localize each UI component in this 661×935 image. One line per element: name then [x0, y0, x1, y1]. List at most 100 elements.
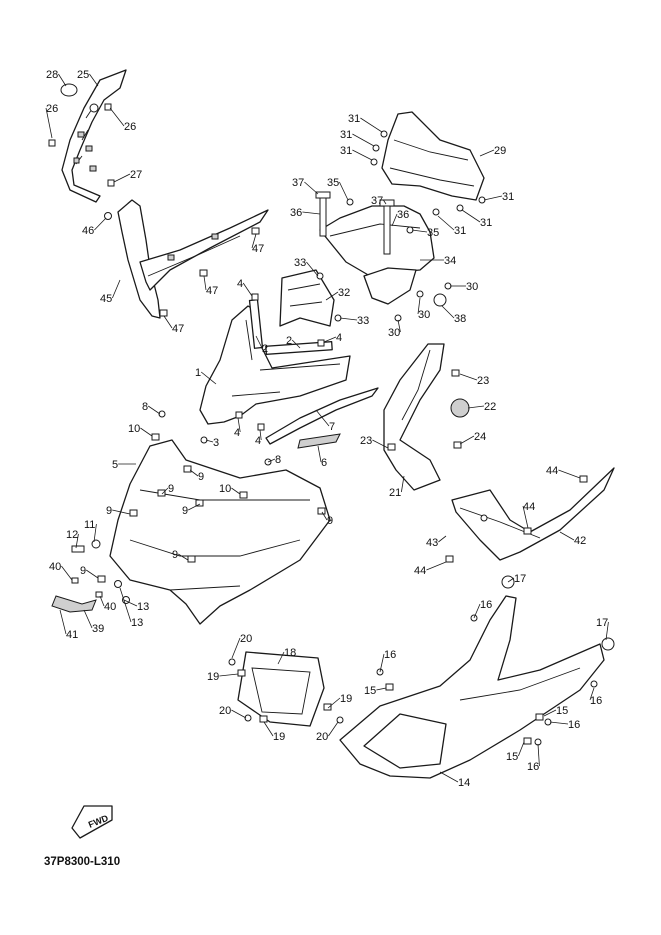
leader-line-c15a — [376, 687, 387, 691]
diagram-code: 37P8300-L310 — [44, 856, 121, 868]
callout-c9e: 9 — [327, 515, 333, 527]
callout-c9a: 9 — [198, 471, 204, 483]
callout-c21: 21 — [389, 487, 401, 499]
leader-line-c35b — [411, 229, 428, 233]
callout-c44a: 44 — [546, 465, 558, 477]
leader-line-c13a — [123, 599, 138, 607]
part-8-9-10-fasteners — [97, 410, 326, 583]
leader-line-c16d — [549, 721, 569, 725]
leader-line-c16a — [473, 603, 481, 619]
callout-c4a: 4 — [237, 278, 243, 290]
leader-line-c16c — [589, 687, 595, 701]
leader-line-c26b — [109, 107, 125, 127]
fwd-arrow-icon: FWD — [71, 805, 113, 839]
callout-c47a: 47 — [252, 243, 264, 255]
callout-c19a: 19 — [207, 671, 219, 683]
leader-line-c23a — [459, 373, 478, 381]
callout-c4b: 4 — [336, 332, 342, 344]
callout-c30c: 30 — [388, 327, 400, 339]
callout-c16e: 16 — [527, 761, 539, 773]
callout-c2b: 2 — [286, 335, 292, 347]
part-14-floor-panel — [339, 595, 605, 779]
callout-c6: 6 — [321, 457, 327, 469]
leader-line-c20a — [231, 637, 241, 659]
leader-line-c2a — [255, 335, 263, 349]
leader-line-c25 — [89, 73, 99, 87]
callout-c20b: 20 — [219, 705, 231, 717]
leader-line-c14 — [439, 771, 459, 783]
leader-line-c11 — [93, 523, 97, 543]
callout-c16c: 16 — [590, 695, 602, 707]
callout-c13a: 13 — [137, 601, 149, 613]
callout-c2a: 2 — [262, 343, 268, 355]
leader-line-c44a — [558, 469, 581, 479]
callout-c43: 43 — [426, 537, 438, 549]
leader-line-c31d — [483, 195, 503, 201]
part-35-36-37-bolts — [315, 191, 414, 255]
part-47-clips — [159, 227, 260, 317]
callout-c23a: 23 — [477, 375, 489, 387]
part-6-emblem — [297, 433, 341, 449]
leader-line-c31c — [352, 149, 373, 161]
leader-line-c17b — [605, 621, 609, 641]
leader-line-c10a — [140, 427, 153, 437]
callout-c10a: 10 — [128, 423, 140, 435]
leader-line-c30b — [417, 297, 421, 315]
leader-line-c33a — [306, 261, 319, 277]
callout-c3: 3 — [213, 437, 219, 449]
callout-c47c: 47 — [172, 323, 184, 335]
part-3-4-clips — [200, 293, 325, 444]
callout-c4d: 4 — [255, 435, 261, 447]
callout-c24: 24 — [474, 431, 486, 443]
leader-line-c26a — [45, 107, 53, 139]
callout-c30b: 30 — [418, 309, 430, 321]
callout-c4c: 4 — [234, 427, 240, 439]
callout-c23b: 23 — [360, 435, 372, 447]
callout-c36b: 36 — [397, 209, 409, 221]
part-27-fastener — [107, 179, 115, 187]
callout-c31a: 31 — [348, 113, 360, 125]
leader-line-c17a — [507, 577, 515, 583]
callout-c31d: 31 — [502, 191, 514, 203]
part-19-20-fasteners — [228, 658, 344, 724]
leader-line-c31a — [360, 117, 383, 133]
leader-line-c29 — [479, 149, 495, 157]
leader-line-c23b — [372, 439, 389, 449]
leader-line-c40a — [61, 565, 73, 581]
callout-c15a: 15 — [364, 685, 376, 697]
callout-c8b: 8 — [275, 454, 281, 466]
part-32-bracket — [279, 269, 335, 327]
leader-line-c7 — [315, 409, 330, 427]
leader-line-c8b — [267, 458, 276, 463]
callout-c35b: 35 — [427, 227, 439, 239]
callout-c35a: 35 — [327, 177, 339, 189]
part-34-meter-panel — [319, 205, 435, 305]
callout-c7: 7 — [329, 421, 335, 433]
leader-line-c37a — [304, 181, 319, 195]
part-46-screw — [104, 212, 112, 220]
callout-c28: 28 — [46, 69, 58, 81]
part-2-strips — [248, 299, 333, 355]
leader-line-c44c — [426, 561, 447, 571]
callout-c41: 41 — [66, 629, 78, 641]
part-7-trim-strip — [265, 387, 379, 445]
leader-line-c42 — [559, 531, 575, 541]
leader-line-c9b — [161, 487, 169, 495]
callout-c20c: 20 — [316, 731, 328, 743]
callout-c47b: 47 — [206, 285, 218, 297]
leader-line-c6 — [317, 445, 322, 463]
leader-line-c18 — [277, 651, 285, 665]
leader-line-c9e — [321, 511, 328, 521]
callout-c38: 38 — [454, 313, 466, 325]
callout-c8a: 8 — [142, 401, 148, 413]
callout-c44b: 44 — [523, 501, 535, 513]
callout-c17b: 17 — [596, 617, 608, 629]
callout-c26b: 26 — [124, 121, 136, 133]
callout-c17a: 17 — [514, 573, 526, 585]
leader-line-c9a — [189, 469, 199, 477]
leader-line-c47b — [203, 275, 207, 291]
callout-c9b: 9 — [168, 483, 174, 495]
callout-c12: 12 — [66, 529, 78, 541]
